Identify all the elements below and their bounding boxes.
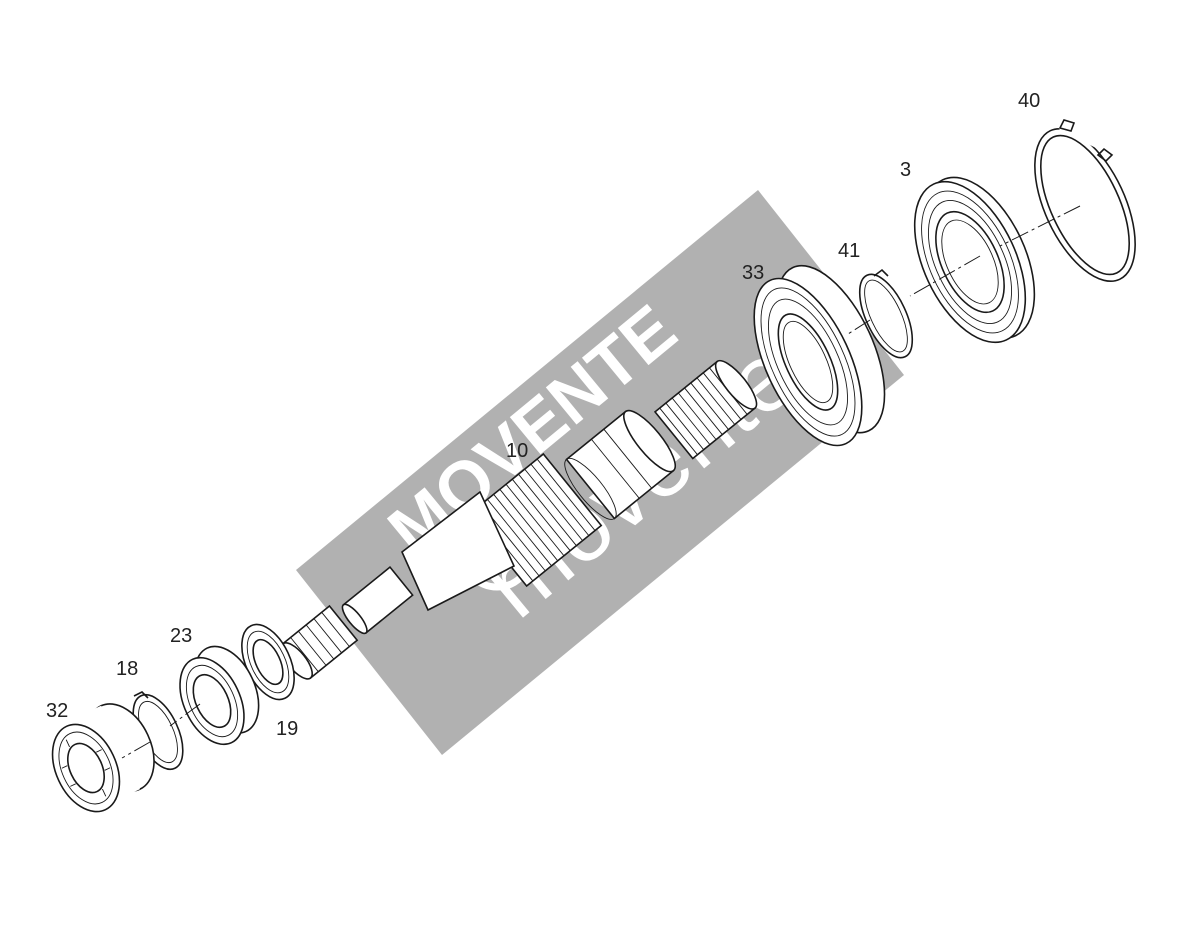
callout-23: 23: [170, 625, 192, 647]
part-32-needle-bearing: [51, 703, 155, 813]
part-10-shaft: [280, 359, 758, 680]
callout-41: 41: [838, 240, 860, 262]
part-23-bushing: [179, 645, 260, 746]
callout-18: 18: [116, 658, 138, 680]
callout-33: 33: [742, 262, 764, 284]
callout-19: 19: [276, 718, 298, 740]
callout-3: 3: [900, 159, 911, 181]
part-40-circlip: [1034, 118, 1136, 283]
center-axis: [121, 205, 1081, 759]
part-33-bearing: [753, 264, 886, 447]
callout-40: 40: [1018, 90, 1040, 112]
callout-10: 10: [506, 440, 528, 462]
part-3-seal: [913, 176, 1036, 344]
part-41-circlip: [858, 268, 914, 359]
callout-labels: 40 3 41 33 10 23 18 32 19: [46, 90, 1040, 740]
callout-32: 32: [46, 700, 68, 722]
